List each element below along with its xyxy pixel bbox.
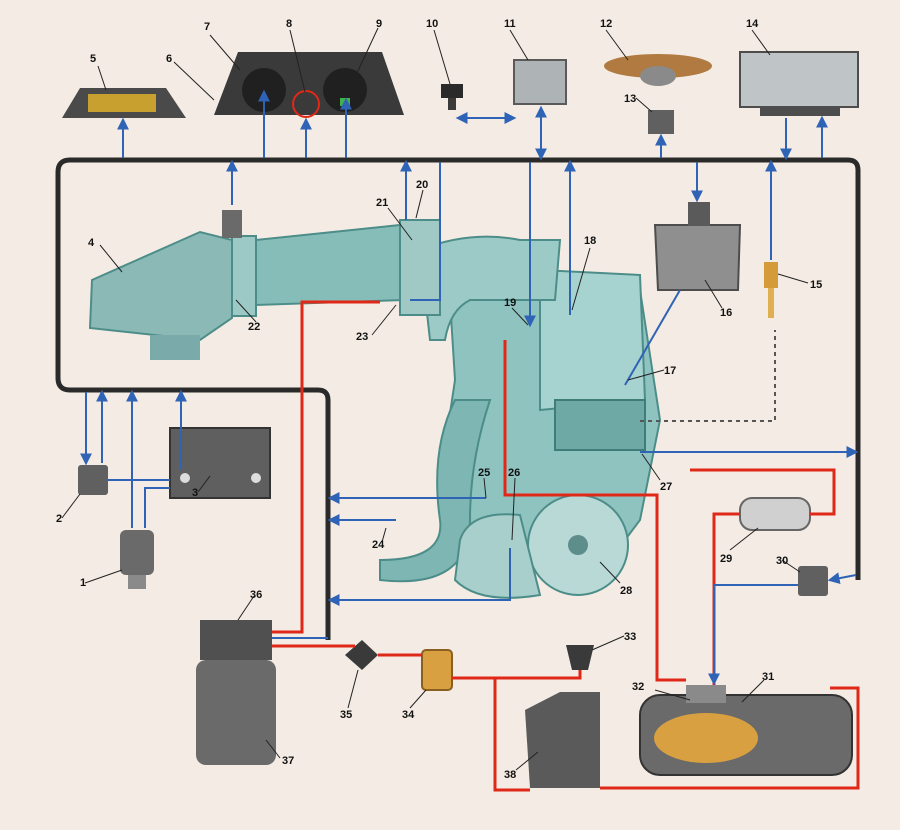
- label-13: 13: [624, 93, 636, 105]
- label-4: 4: [88, 237, 95, 249]
- callout-labels: 1 2 3 4 5 6 7 8 9 10 11 12 13 14 15 16 1…: [56, 18, 822, 781]
- label-6: 6: [166, 53, 172, 65]
- air-intake: [88, 210, 441, 360]
- label-9: 9: [376, 18, 382, 30]
- label-31: 31: [762, 671, 774, 683]
- label-28: 28: [620, 585, 632, 597]
- label-33: 33: [624, 631, 636, 643]
- label-20: 20: [416, 179, 428, 191]
- label-22: 22: [248, 321, 260, 333]
- label-26: 26: [508, 467, 520, 479]
- label-34: 34: [402, 709, 415, 721]
- label-3: 3: [192, 487, 198, 499]
- label-17: 17: [664, 365, 676, 377]
- label-36: 36: [250, 589, 262, 601]
- label-1: 1: [80, 577, 86, 589]
- label-14: 14: [746, 18, 759, 30]
- label-12: 12: [600, 18, 612, 30]
- label-32: 32: [632, 681, 644, 693]
- dashed-sensor-line: [640, 330, 776, 422]
- label-2: 2: [56, 513, 62, 525]
- fuel-lines: [272, 300, 860, 792]
- engine-block: [379, 235, 662, 599]
- top-devices: [62, 51, 859, 134]
- label-15: 15: [810, 279, 822, 291]
- label-18: 18: [584, 235, 596, 247]
- label-10: 10: [426, 18, 438, 30]
- label-29: 29: [720, 553, 732, 565]
- label-19: 19: [504, 297, 516, 309]
- other-devices: [78, 202, 853, 788]
- label-37: 37: [282, 755, 294, 767]
- label-7: 7: [204, 21, 210, 33]
- label-11: 11: [504, 18, 516, 30]
- label-27: 27: [660, 481, 672, 493]
- label-21: 21: [376, 197, 388, 209]
- signal-lines: [80, 89, 859, 686]
- leader-lines: [61, 27, 809, 771]
- label-38: 38: [504, 769, 516, 781]
- label-8: 8: [286, 18, 292, 30]
- wiring-bus: [55, 157, 861, 640]
- label-24: 24: [372, 539, 385, 551]
- label-35: 35: [340, 709, 352, 721]
- label-30: 30: [776, 555, 788, 567]
- label-5: 5: [90, 53, 96, 65]
- label-16: 16: [720, 307, 732, 319]
- label-23: 23: [356, 331, 368, 343]
- label-25: 25: [478, 467, 490, 479]
